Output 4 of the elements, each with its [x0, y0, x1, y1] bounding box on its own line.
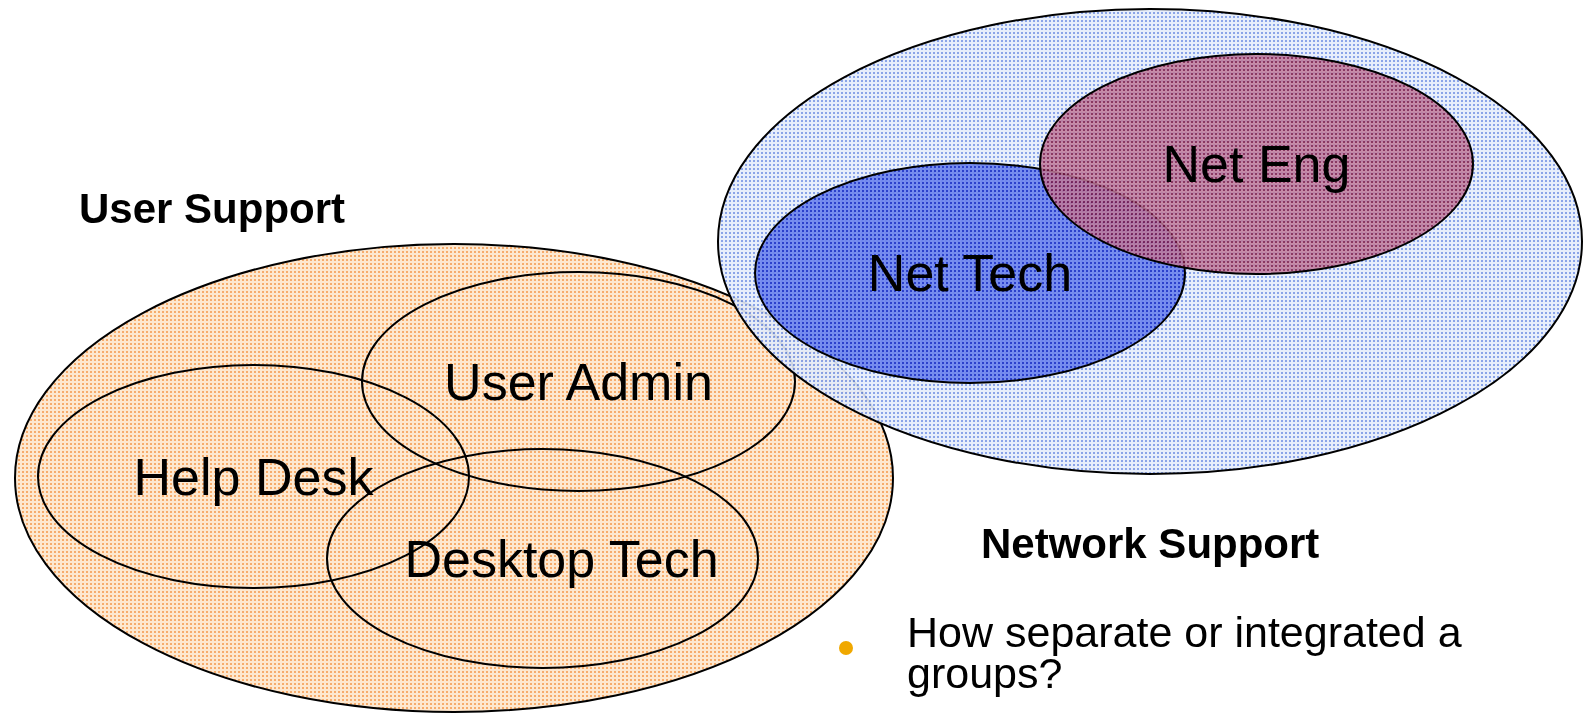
- group-heading: User Support: [79, 188, 346, 230]
- group-heading: Network Support: [981, 523, 1320, 565]
- region-label: Net Tech: [867, 247, 1073, 299]
- region-label: User Admin: [444, 355, 713, 408]
